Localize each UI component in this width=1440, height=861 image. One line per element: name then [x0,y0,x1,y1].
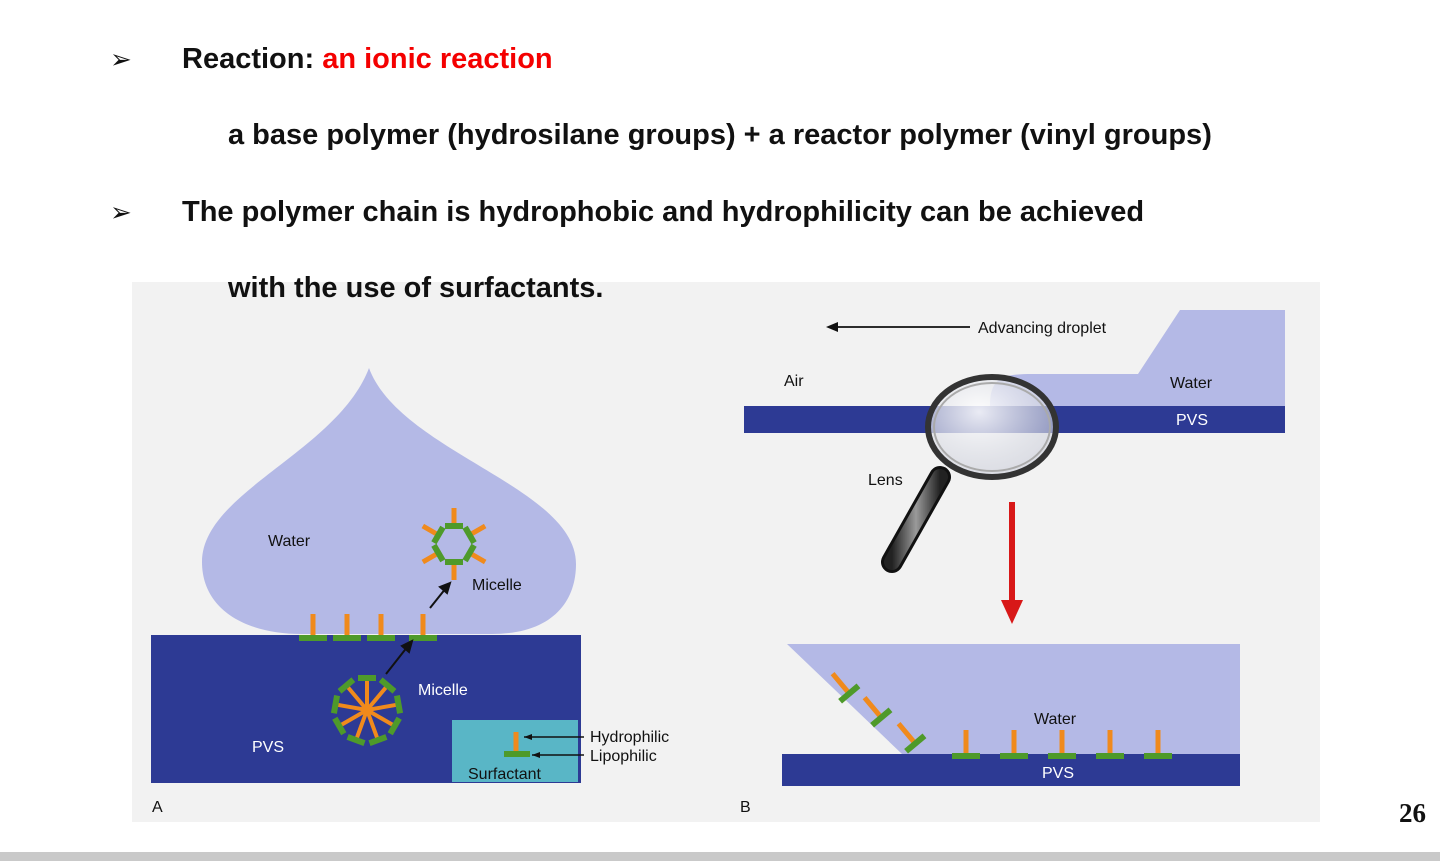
bullet-arrow-icon: ➢ [110,197,132,227]
label-water-a: Water [268,533,311,550]
label-advancing-droplet: Advancing droplet [978,320,1107,337]
surfactant-figure: Water Micelle Micelle PVS Hydrophilic Li… [132,282,1320,822]
page-number: 26 [1399,798,1426,828]
bottom-bar [0,852,1440,861]
pvs-bar-bottom [782,754,1240,786]
panel-a: Water Micelle Micelle PVS Hydrophilic Li… [151,368,669,816]
label-hydrophilic: Hydrophilic [590,729,669,746]
label-pvs-a: PVS [252,739,284,756]
reaction-label: Reaction: [182,43,315,75]
label-panel-a: A [152,799,163,816]
lens-icon [881,374,1059,573]
label-air: Air [784,373,804,390]
figure-svg: Water Micelle Micelle PVS Hydrophilic Li… [151,310,1285,816]
surface-surfactants-a [299,614,437,641]
migration-arrows [385,581,452,675]
label-panel-b: B [740,799,751,816]
label-lens: Lens [868,472,903,489]
label-lipophilic: Lipophilic [590,748,657,765]
water-drop [202,368,576,634]
bullet-reaction: Reaction: an ionic reaction [182,43,553,76]
water-top [990,310,1285,406]
label-water-top: Water [1170,375,1213,392]
label-water-bottom: Water [1034,711,1077,728]
bullet-hydrophobic: The polymer chain is hydrophobic and hyd… [182,196,1145,228]
label-pvs-top: PVS [1176,412,1208,429]
panel-b: Advancing droplet Air Water PVS Lens Wat… [740,310,1285,816]
label-surfactant: Surfactant [468,766,541,783]
red-down-arrow [1001,502,1023,624]
hydrophobic-continuation: with the use of surfactants. [228,272,604,304]
label-micelle-top: Micelle [472,577,522,594]
edge-surfactants [830,672,927,754]
surface-surfactants-b [952,730,1172,759]
label-micelle-inner: Micelle [418,682,468,699]
bullet-arrow-icon: ➢ [110,44,132,74]
reaction-detail: a base polymer (hydrosilane groups) + a … [228,119,1212,151]
micelle-water [421,508,487,580]
micelle-pvs [330,675,404,746]
label-pvs-bottom: PVS [1042,765,1074,782]
reaction-highlight: an ionic reaction [322,43,553,75]
legend-surfactant-symbol [504,732,584,758]
